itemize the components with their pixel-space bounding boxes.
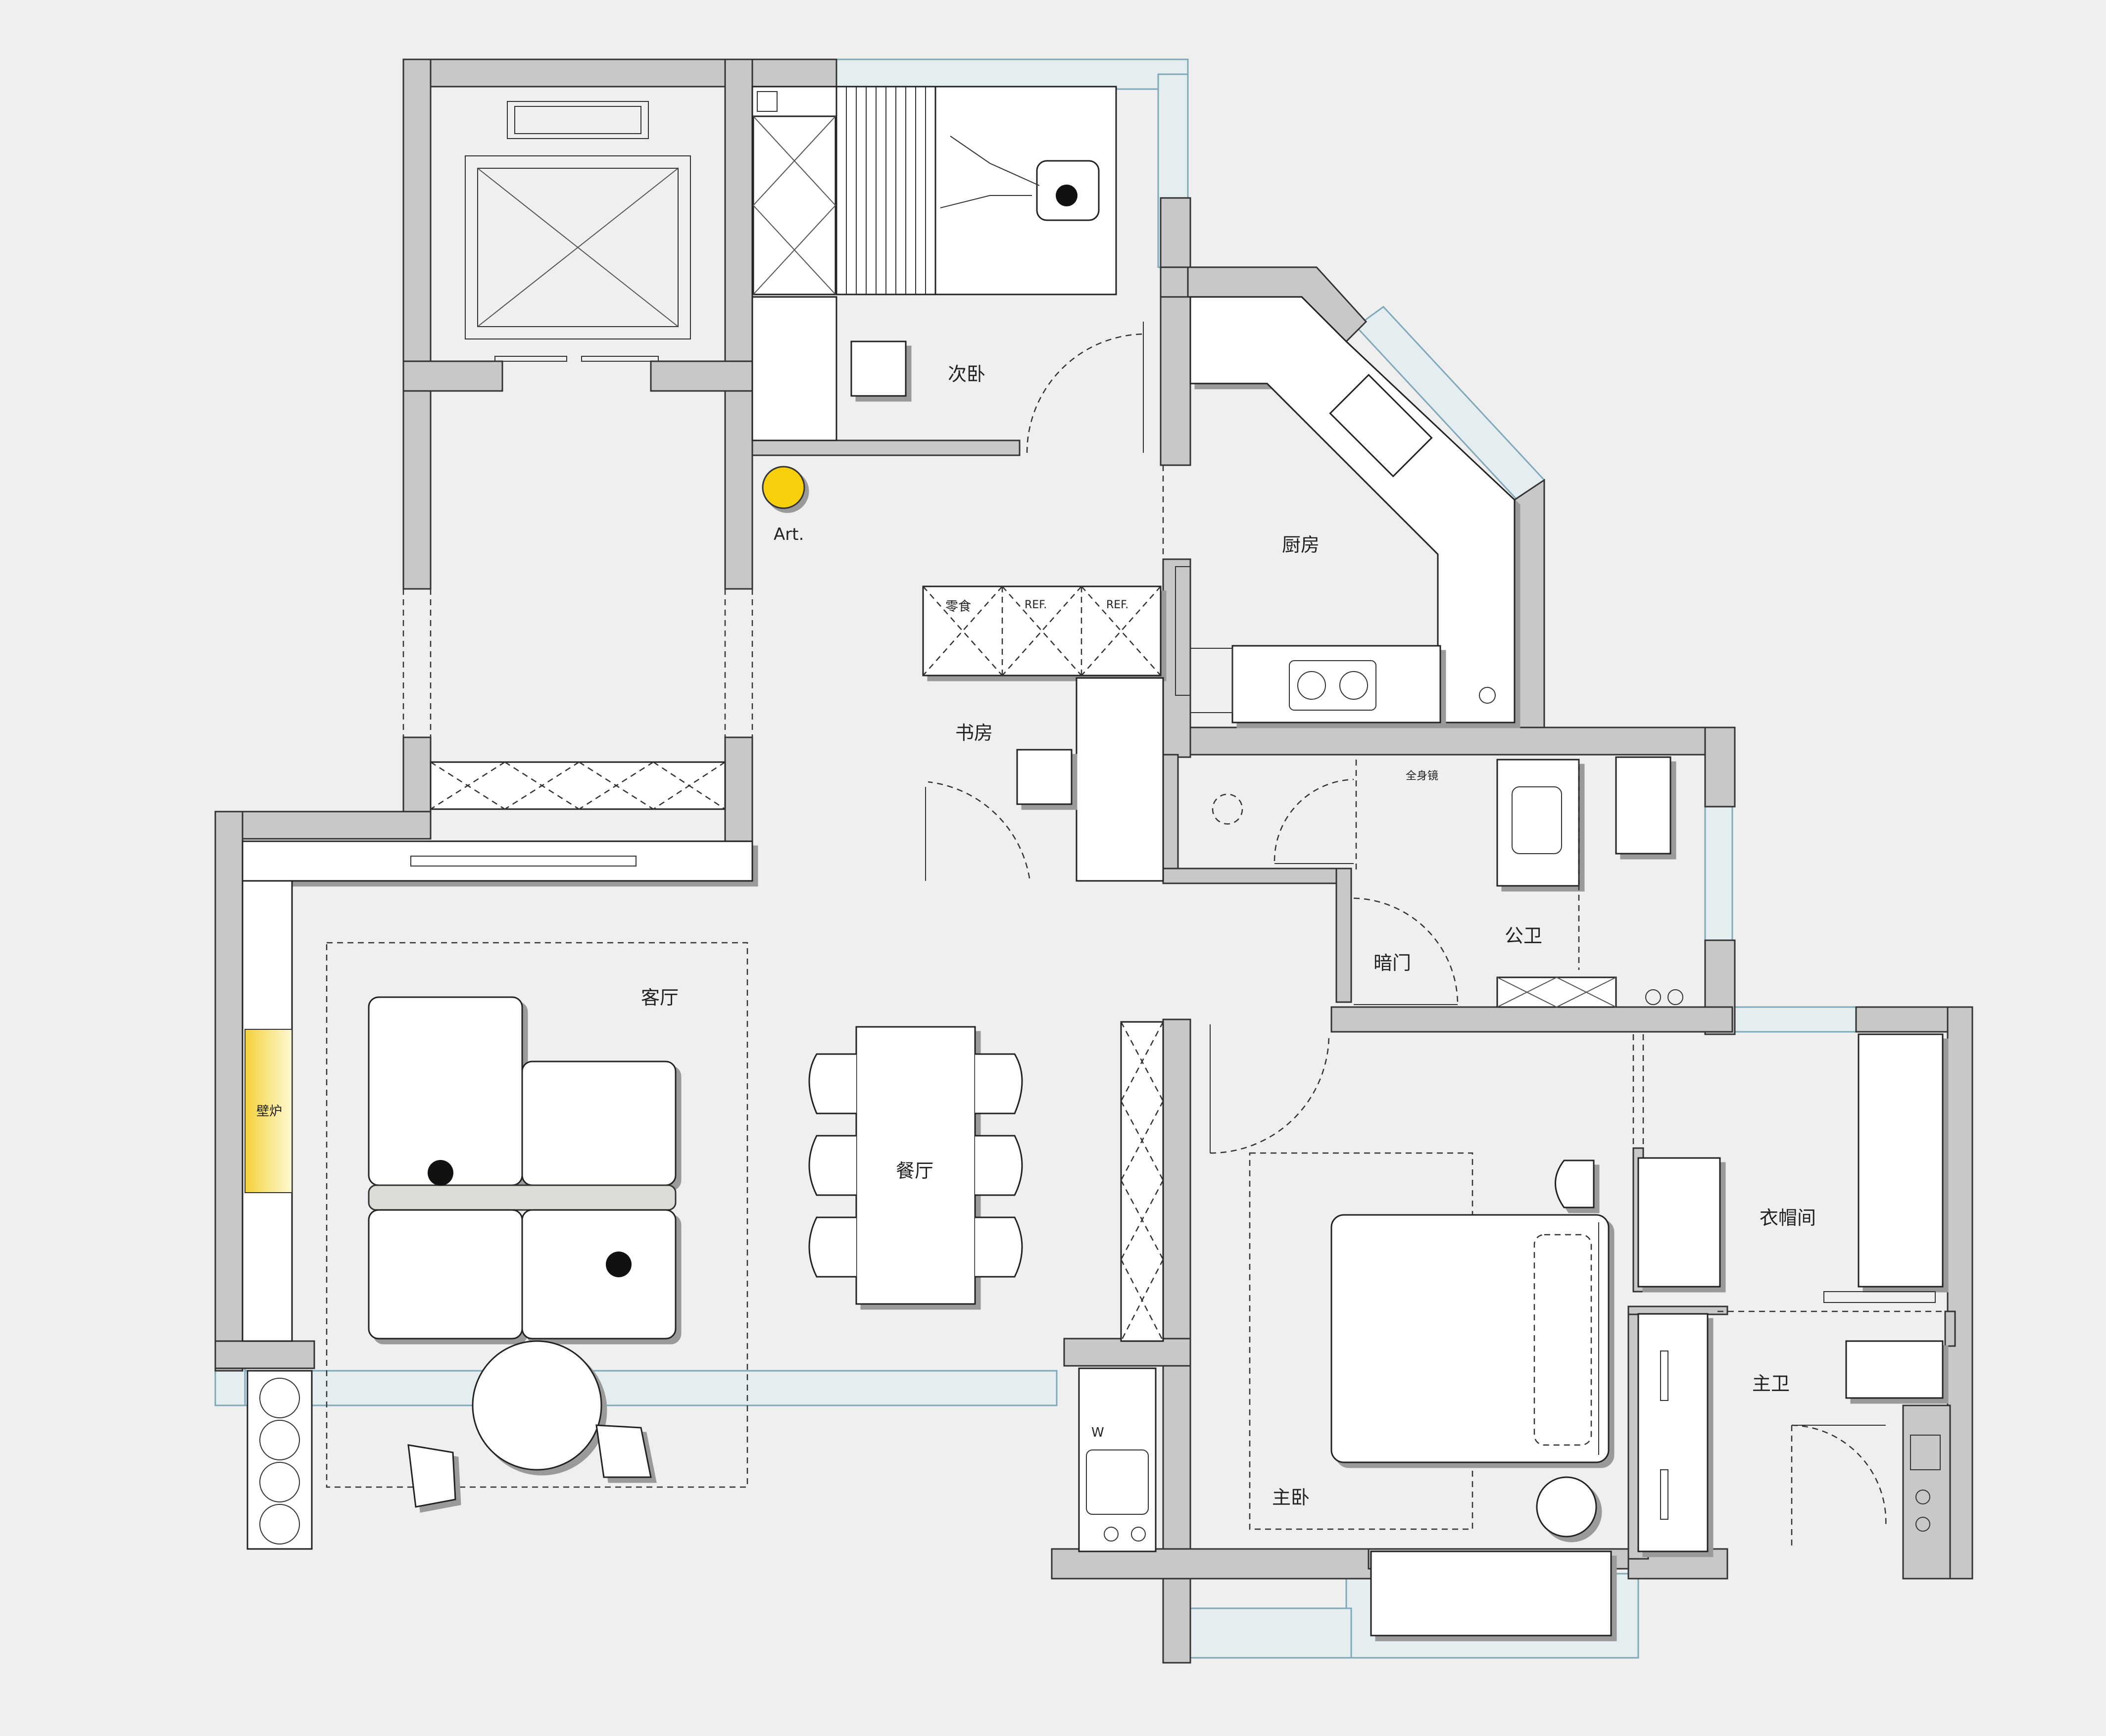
room-label-kitchen: 厨房 (1282, 534, 1320, 556)
walls (214, 58, 1973, 1664)
elevator (465, 101, 691, 362)
room-label-master-bath: 主卫 (1752, 1373, 1790, 1395)
kitchen-counters (1175, 296, 1516, 723)
snacks-label: 零食 (945, 599, 972, 614)
full-mirror-label: 全身镜 (1406, 770, 1439, 782)
art-piece (762, 466, 805, 509)
room-label-guest-bath: 公卫 (1505, 925, 1543, 947)
room-label-dining: 餐厅 (896, 1160, 934, 1182)
room-label-hidden-door: 暗门 (1373, 952, 1412, 974)
art-label: Art. (774, 525, 804, 544)
dining-furniture (808, 1026, 1023, 1305)
cloakroom-and-master-bath (1370, 1033, 1945, 1637)
room-label-second-bedroom: 次卧 (948, 363, 986, 385)
washer-label: W (1091, 1425, 1104, 1440)
room-label-master-bedroom: 主卧 (1272, 1487, 1310, 1508)
fireplace-label: 壁炉 (256, 1104, 283, 1119)
doors (402, 322, 1887, 1527)
guest-bath-fixtures (1212, 756, 1683, 1008)
room-label-cloakroom: 衣帽间 (1760, 1207, 1816, 1229)
room-label-study: 书房 (955, 722, 993, 744)
ref-label-1: REF. (1025, 599, 1047, 611)
second-bedroom-furniture (751, 86, 1117, 441)
corridor-storage (242, 761, 753, 882)
living-room-furniture (242, 880, 748, 1550)
room-label-living: 客厅 (641, 987, 679, 1009)
study-furniture (922, 585, 1164, 882)
master-bedroom-furniture (1078, 1021, 1610, 1552)
ref-label-2: REF. (1106, 599, 1129, 611)
